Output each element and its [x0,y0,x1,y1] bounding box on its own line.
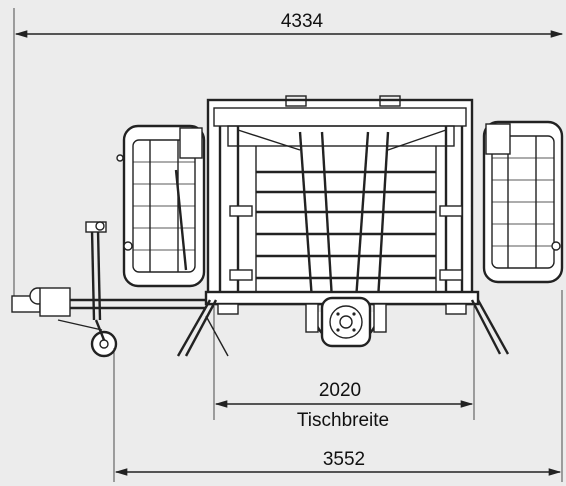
frame-length-value: 3552 [323,449,365,470]
axle-wheel [305,296,387,348]
left-side-cage [116,124,206,288]
drawbar-hitch [11,221,206,358]
dimension-frame-length: 3552 [113,290,563,482]
table-width-label: Tischbreite [297,410,389,431]
center-frame [204,95,480,315]
trailer-body [11,95,564,358]
dimension-table-width: 2020 Tischbreite [213,306,475,431]
table-width-value: 2020 [319,380,361,401]
right-side-cage [482,120,564,284]
overall-length-value: 4334 [281,11,324,32]
dimension-overall-length: 4334 [13,8,564,306]
support-legs [176,299,510,357]
